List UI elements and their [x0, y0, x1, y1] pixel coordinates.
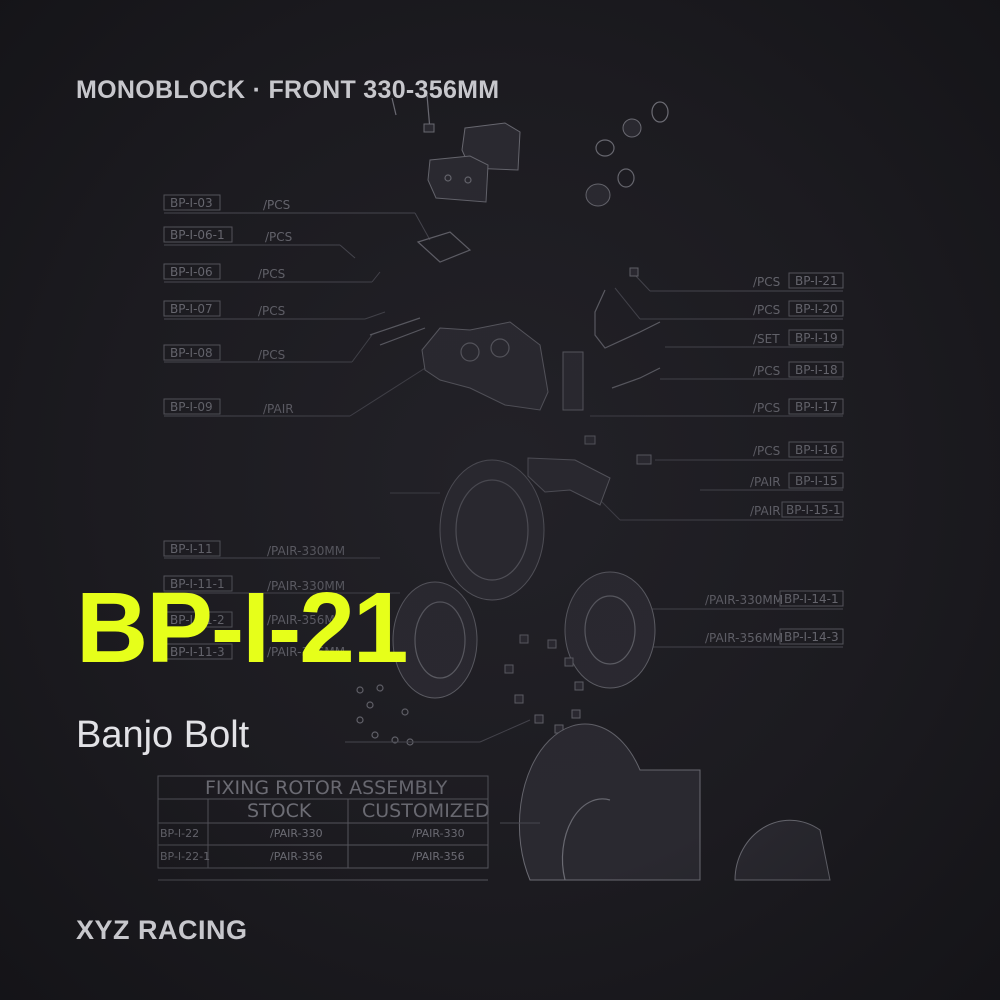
callout-unit: /PAIR — [263, 402, 294, 416]
callout-code: BP-I-14-1 — [784, 592, 839, 606]
callout-right: /PCS BP-I-17 — [590, 398, 844, 417]
callout-code: BP-I-20 — [795, 302, 838, 316]
page-title: MONOBLOCK · FRONT 330-356MM — [76, 76, 500, 104]
callout-right: /SET BP-I-19 — [665, 329, 844, 348]
callout-unit: /PAIR — [750, 504, 781, 518]
callout-code: BP-I-15 — [795, 474, 838, 488]
table-cell: BP-I-22-1 — [160, 850, 210, 863]
callout-unit: /PCS — [753, 275, 780, 289]
callout-unit: /PCS — [753, 364, 780, 378]
callout-code: BP-I-07 — [170, 302, 213, 316]
callout-unit: /PCS — [753, 444, 780, 458]
callout-right: /PAIR BP-I-15-1 — [599, 499, 844, 521]
callout-code: BP-I-19 — [795, 331, 838, 345]
callout-unit: /PCS — [258, 267, 285, 281]
callout-unit: /PCS — [258, 348, 285, 362]
rotor-hat-icon — [564, 571, 656, 689]
callout-right: /PCS BP-I-20 — [614, 287, 844, 320]
callout-code: BP-I-15-1 — [786, 503, 841, 517]
callout-code: BP-I-16 — [795, 443, 838, 457]
callout-code: BP-I-11 — [170, 542, 213, 556]
callout-right: /PCS BP-I-16 — [655, 441, 844, 461]
table-col-custom: CUSTOMIZED — [362, 800, 489, 822]
callout-unit: /PCS — [753, 303, 780, 317]
callout-code: BP-I-06 — [170, 265, 213, 279]
mounting-plate-icon — [562, 351, 584, 411]
table-cell: /PAIR-330 — [412, 827, 465, 840]
callout-right: /PAIR BP-I-15 — [700, 472, 844, 491]
callout-unit: /PCS — [753, 401, 780, 415]
callout-left: BP-I-06 /PCS — [163, 263, 381, 283]
banjo-bolt-icon — [629, 267, 639, 277]
bracket-icon — [527, 457, 611, 506]
rotor-assembly-table: FIXING ROTOR ASSEMBLY STOCK CUSTOMIZED B… — [157, 775, 489, 881]
callout-unit: /SET — [753, 332, 780, 346]
table-title: FIXING ROTOR ASSEMBLY — [205, 777, 448, 799]
callout-right: /PAIR-330MM BP-I-14-1 — [640, 590, 844, 610]
table-cell: /PAIR-356 — [412, 850, 465, 863]
rotor-bottom-icon — [518, 723, 701, 881]
callout-right: /PCS BP-I-21 — [634, 272, 844, 292]
callout-code: BP-I-03 — [170, 196, 213, 210]
hardware-bolts-icon — [356, 684, 414, 746]
product-name: Banjo Bolt — [76, 714, 250, 756]
brand-name: XYZ RACING — [76, 915, 248, 945]
table-cell: /PAIR-356 — [270, 850, 323, 863]
callout-unit: /PAIR-330MM — [267, 544, 345, 558]
callout-left: BP-I-06-1 /PCS — [163, 226, 356, 259]
callout-unit: /PAIR-330MM — [705, 593, 783, 607]
callout-unit: /PAIR-356MM — [705, 631, 783, 645]
table-col-stock: STOCK — [247, 800, 312, 822]
callout-code: BP-I-17 — [795, 400, 838, 414]
callout-code: BP-I-21 — [795, 274, 838, 288]
callout-right: /PAIR-356MM BP-I-14-3 — [650, 628, 844, 648]
callout-left: BP-I-11 /PAIR-330MM — [163, 540, 380, 559]
seal-ring-icon — [595, 139, 615, 157]
callout-code: BP-I-08 — [170, 346, 213, 360]
caliper-body-icon — [421, 321, 549, 411]
table-cell: /PAIR-330 — [270, 827, 323, 840]
callout-code: BP-I-14-3 — [784, 630, 839, 644]
callout-left: BP-I-09 /PAIR — [163, 364, 431, 417]
callout-code: BP-I-18 — [795, 363, 838, 377]
table-cell: BP-I-22 — [160, 827, 199, 840]
callout-unit: /PCS — [265, 230, 292, 244]
callout-unit: /PAIR — [750, 475, 781, 489]
product-code: BP-I-21 — [76, 572, 409, 684]
callout-code: BP-I-06-1 — [170, 228, 225, 242]
callout-left: BP-I-07 /PCS — [163, 300, 386, 320]
callout-unit: /PCS — [258, 304, 285, 318]
callout-right: /PCS BP-I-18 — [660, 361, 844, 380]
callout-unit: /PCS — [263, 198, 290, 212]
callout-code: BP-I-09 — [170, 400, 213, 414]
callout-left: BP-I-08 /PCS — [163, 334, 373, 363]
